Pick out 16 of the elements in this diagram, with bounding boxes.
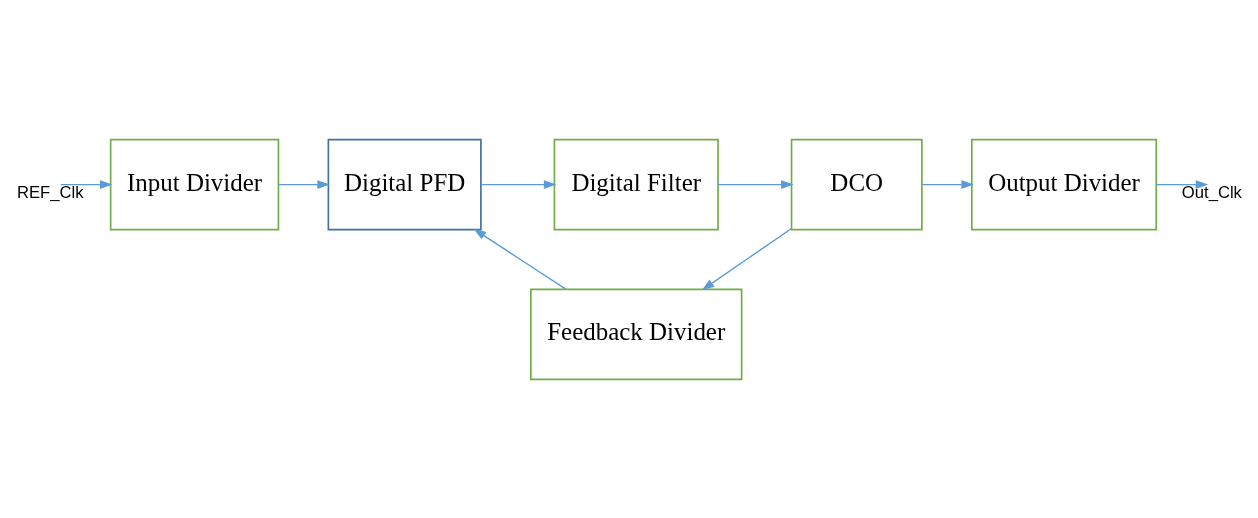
node-box: DCO <box>790 138 923 230</box>
arrow <box>701 227 793 290</box>
node-box: Digital Filter <box>553 138 719 230</box>
arrow <box>480 179 557 189</box>
node-box: Input Divider <box>109 138 280 230</box>
arrow <box>473 228 567 290</box>
arrow <box>60 179 113 189</box>
edge-label: Out_Clk <box>1181 182 1242 202</box>
arrow <box>717 179 794 189</box>
arrow <box>1155 179 1209 189</box>
node-box: Feedback Divider <box>530 288 743 380</box>
arrow <box>921 179 974 189</box>
node-box: Output Divider <box>971 138 1158 230</box>
arrow <box>277 179 330 189</box>
node-box: Digital PFD <box>327 138 482 230</box>
edge-label: REF_Clk <box>17 182 84 202</box>
